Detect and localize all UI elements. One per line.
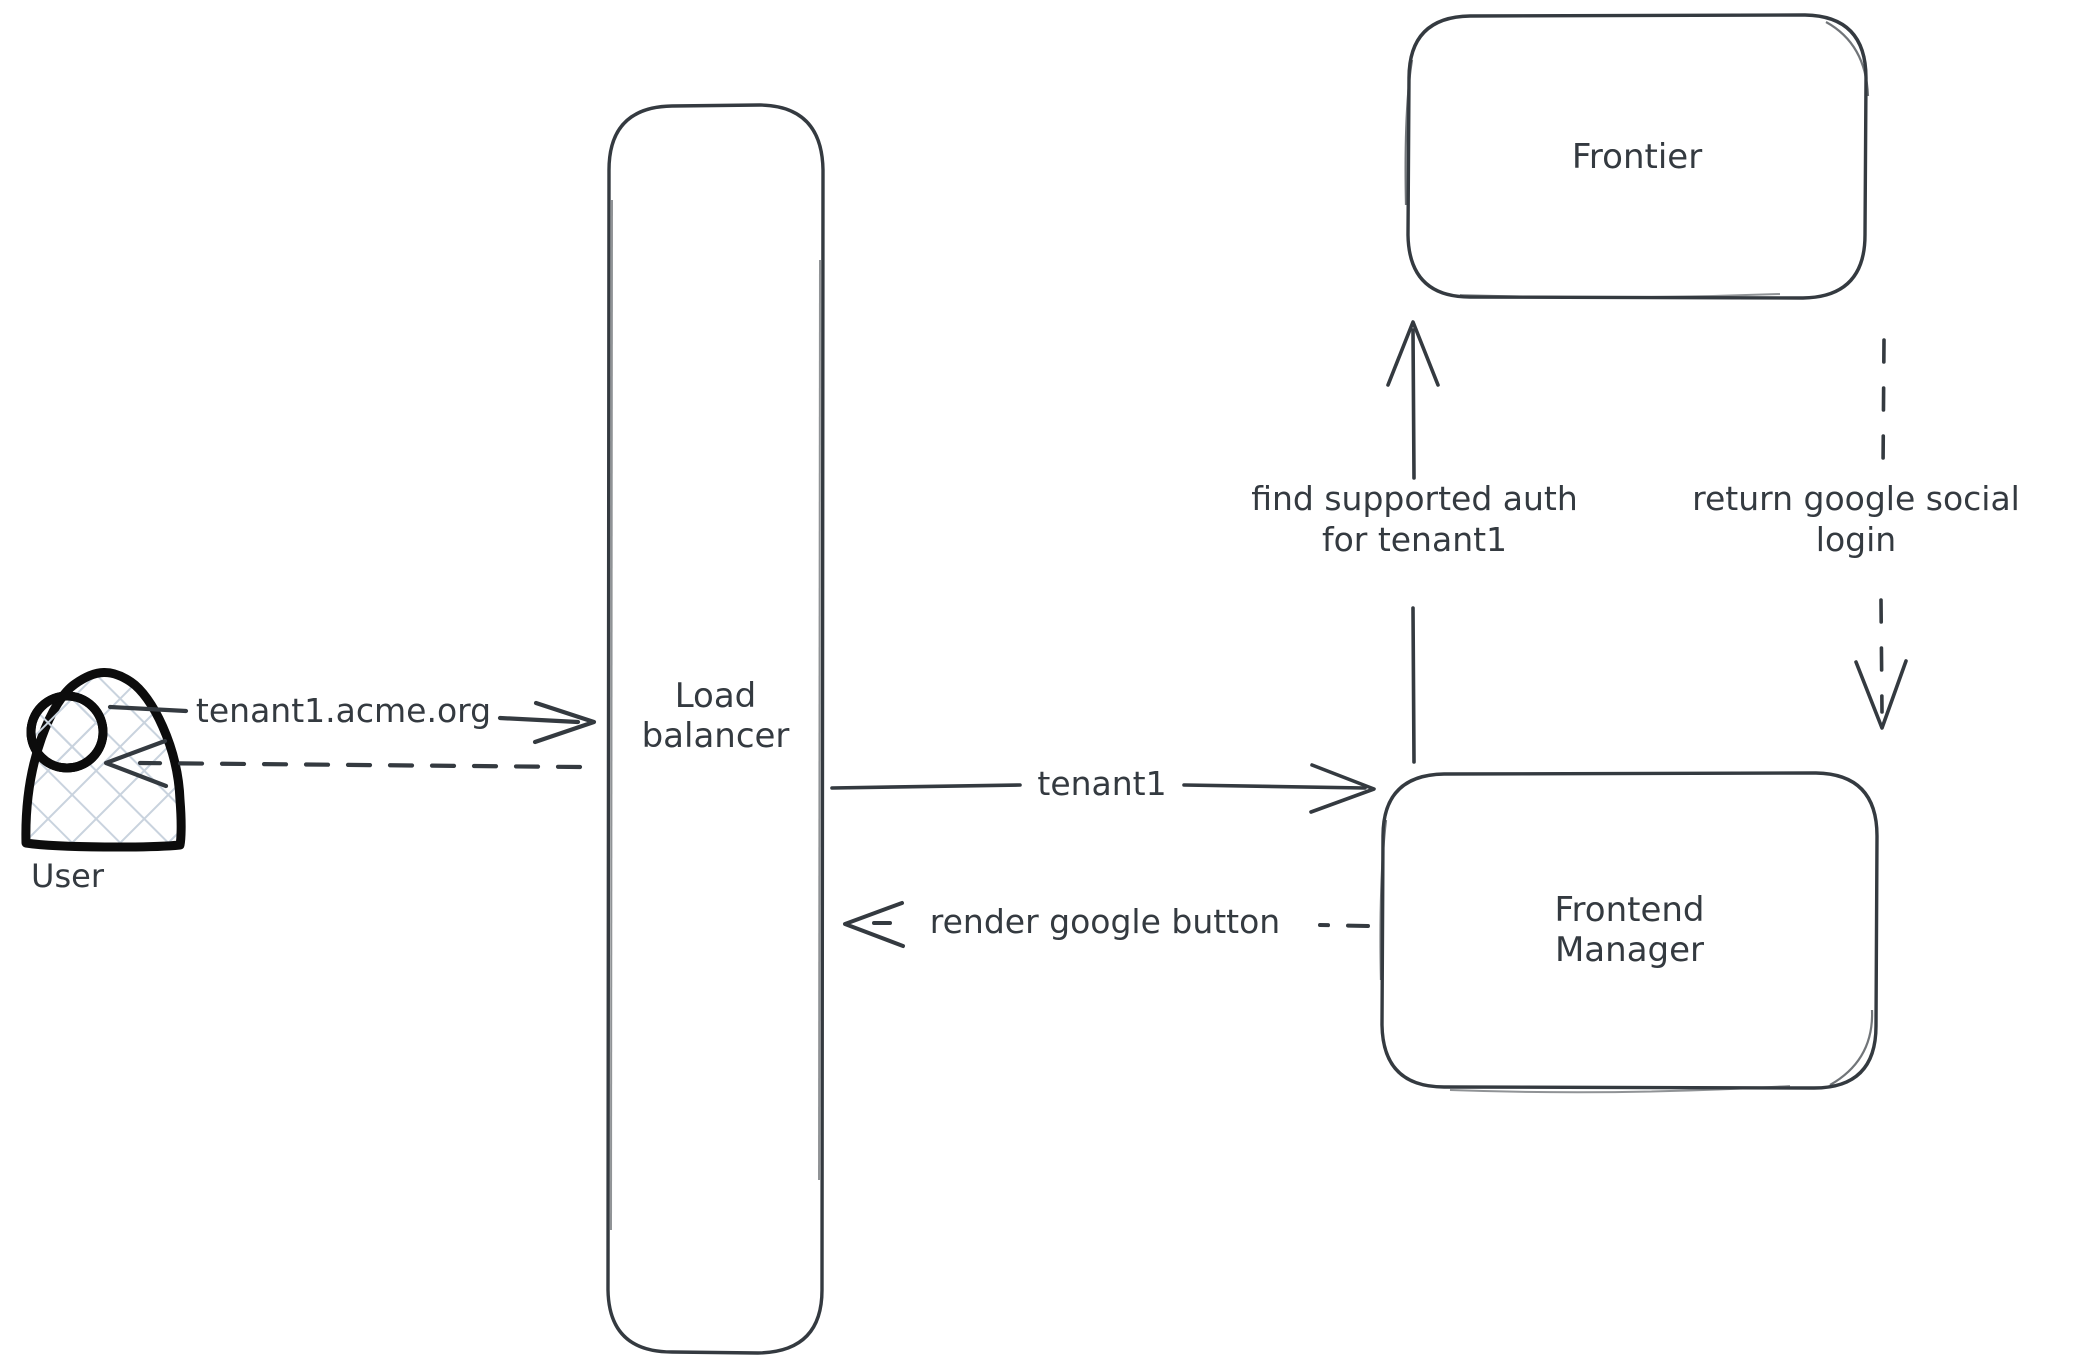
frontend-manager-shape: [1379, 771, 1879, 1094]
edge-fm-to-lb-dashed: [843, 901, 1370, 948]
frontier-shape: [1404, 13, 1870, 300]
edge-label-render-google-button: render google button: [929, 902, 1281, 941]
load-balancer-label: Load balancer: [641, 676, 790, 757]
user-actor-label: User: [31, 857, 104, 895]
edge-frontier-to-fm-dashed: [1854, 338, 1908, 730]
load-balancer-shape: [606, 103, 825, 1355]
frontier-label: Frontier: [1571, 137, 1703, 177]
edge-label-return-google-social-login: return google social login: [1692, 479, 2020, 560]
edge-label-tenant1-acme-org: tenant1.acme.org: [195, 691, 492, 730]
frontend-manager-label: Frontend Manager: [1554, 890, 1705, 971]
edge-lb-to-user-dashed: [103, 738, 583, 789]
edge-label-find-supported-auth: find supported auth for tenant1: [1251, 479, 1578, 560]
edge-fm-to-frontier: [1386, 320, 1440, 764]
user-actor-icon: [21, 668, 186, 852]
edge-label-tenant1: tenant1: [1037, 764, 1167, 803]
edge-lb-to-fm: [830, 763, 1376, 814]
edge-user-to-lb: [107, 700, 597, 745]
